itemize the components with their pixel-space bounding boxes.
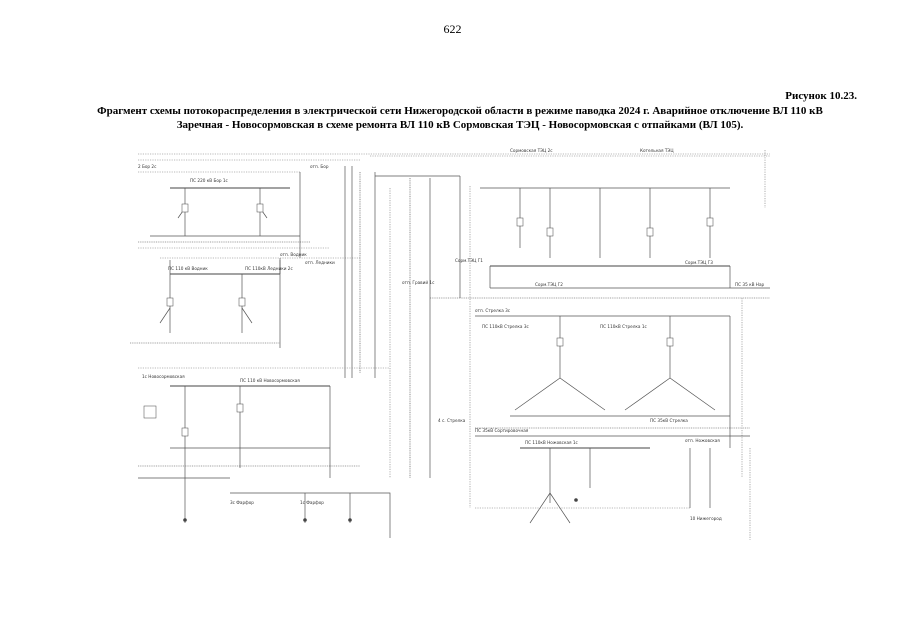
line-label-15: ПС 35кВ Сортировочная [475,428,529,433]
line-label-6: Сорм.ТЭЦ Г3 [685,260,713,265]
label-novosorm: 1с Новосормовская [142,374,185,379]
line-label-3: отп. Ледники [305,260,335,265]
label-novosorm2: ПС 110 кВ Новосормовская [240,378,300,383]
label-vydn: ПС 110 кВ Водник [168,266,208,271]
label-strelka2: ПС 110кВ Стрелка 1с [600,324,647,329]
caption-line-2: Заречная - Новосормовская в схеме ремонт… [176,119,744,131]
line-label-4: Сорм.ТЭЦ Г1 [455,258,483,263]
line-label-8: отп. Стрелка 3с [475,308,511,313]
label-kotl: Котельная ТЭЦ [640,148,674,153]
caption-line-1: Фрагмент схемы потокораспределения в эле… [97,105,823,117]
figure-caption: Фрагмент схемы потокораспределения в эле… [60,104,860,132]
label-nizh: 10 Нижегород [690,516,722,521]
label-strelka1: ПС 110кВ Стрелка 3с [482,324,529,329]
power-flow-diagram: ПС 220 кВ Бор 1с 2 Бор 2с ПС 110 кВ Водн… [130,148,770,540]
label-ozernaya: ПС 110кВ Ножовская 1с [525,440,579,445]
line-label-10: 4 с. Стрелка [438,418,466,423]
label-bor2: 2 Бор 2с [138,164,157,169]
line-label-13: 3с Фарфор [230,500,254,505]
line-label-9: ПС 35 кВ Нар [735,282,765,287]
line-label-12: отп. Ножовская [685,438,720,443]
line-label-2: отп. Водник [280,252,307,257]
label-sormtec: Сормовская ТЭЦ 2с [510,148,553,153]
label-bor: ПС 220 кВ Бор 1с [190,178,229,183]
label-ledn: ПС 110кВ Ледники 2с [245,266,293,271]
line-label-1: отп. Бор [310,164,329,169]
page-number: 622 [443,22,462,36]
figure-label: Рисунок 10.23. [785,90,857,102]
line-label-5: Сорм.ТЭЦ Г2 [535,282,563,287]
line-label-14: 1с Фарфор [300,500,324,505]
line-label-7: отп. Гравий 1с [402,280,435,285]
line-label-11: ПС 35кВ Стрелка [650,418,688,423]
